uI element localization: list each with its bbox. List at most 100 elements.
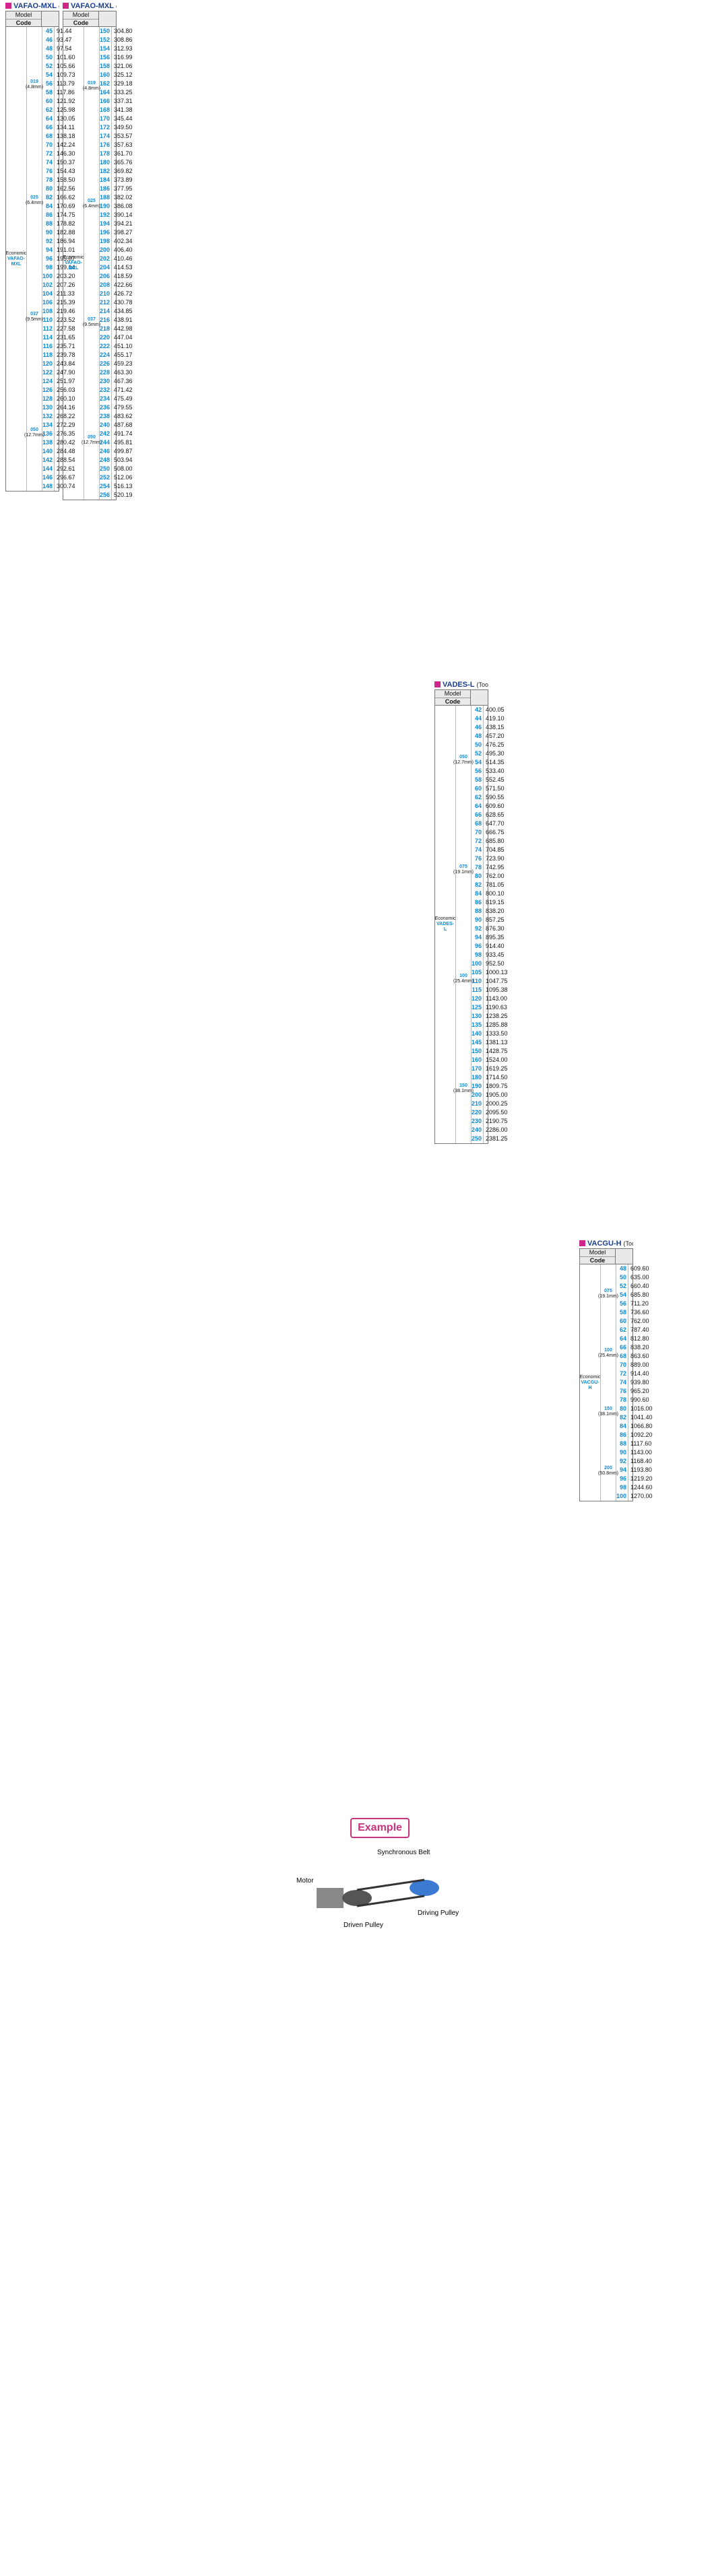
table-row: 250 [472, 1135, 482, 1142]
table-row: 96 [475, 943, 482, 949]
table-row: 138 [42, 439, 53, 446]
table-row: 736.60 [630, 1309, 649, 1316]
table-row: 97.54 [57, 45, 72, 52]
table-row: 491.74 [114, 430, 133, 437]
table-row: 838.20 [486, 908, 505, 914]
example-button[interactable]: Example [350, 1818, 410, 1838]
table-row: 264.16 [57, 404, 75, 411]
table-row: 220 [100, 334, 110, 341]
table-row: 170 [472, 1065, 482, 1072]
table-row: 76 [620, 1388, 627, 1394]
table-row: 533.40 [486, 768, 505, 774]
table-row: 365.76 [114, 159, 133, 166]
table-row: 135 [472, 1021, 482, 1028]
table-row: 150 [472, 1048, 482, 1054]
table-row: 476.25 [486, 741, 505, 748]
table-row: 44 [475, 715, 482, 722]
table-row: 438.91 [114, 316, 133, 323]
table-row: 571.50 [486, 785, 505, 792]
table-row: 230 [100, 378, 110, 384]
table-row: 895.35 [486, 934, 505, 941]
table-row: 140 [42, 448, 53, 454]
table-row: 152 [100, 36, 110, 43]
table-row: 74 [46, 159, 53, 166]
table-row: 93.47 [57, 36, 72, 43]
table-row: 56 [620, 1300, 627, 1307]
table-row: 268.22 [57, 413, 75, 419]
table-row: 933.45 [486, 951, 505, 958]
table-row: 1041.40 [630, 1414, 653, 1421]
table-row: 178 [100, 150, 110, 157]
table-row: 88 [46, 220, 53, 227]
svg-text:Driven Pulley: Driven Pulley [344, 1922, 383, 1929]
motor-body [317, 1888, 344, 1908]
table-row: 199.14 [57, 264, 75, 271]
table-row: 220 [472, 1109, 482, 1116]
table-row: 72 [46, 150, 53, 157]
table-row: 2190.75 [486, 1118, 508, 1124]
table-row: 120 [472, 995, 482, 1002]
table-row: 60 [46, 98, 53, 104]
table-row: 98 [475, 951, 482, 958]
table-row: 100 [472, 960, 482, 967]
table-row: 685.80 [630, 1291, 649, 1298]
table-panel: VAFAO-MXL(Tooth Spacing: 2.032)ModelCode… [5, 1, 75, 492]
table-row: 110 [472, 978, 482, 984]
table-row: 86 [475, 899, 482, 906]
table-row: 92 [46, 238, 53, 244]
table-panel: VACGU-H(Tooth Spacing: 12.7)ModelCodeEco… [579, 1239, 653, 1501]
table-row: 211.33 [57, 290, 75, 297]
table-row: 146 [42, 474, 53, 481]
table-row: 45 [46, 28, 53, 34]
table-row: 296.67 [57, 474, 75, 481]
panel-title: VACGU-H(Tooth Spacing: 12.7) [579, 1239, 633, 1248]
table-row: 125 [472, 1004, 482, 1011]
table-row: 164 [100, 89, 110, 96]
table-row: 455.17 [114, 351, 133, 358]
table-row: 276.35 [57, 430, 75, 437]
table-row: 666.75 [486, 829, 505, 836]
table-row: 110 [42, 316, 53, 323]
table-row: 1066.80 [630, 1423, 653, 1429]
table-row: 479.55 [114, 404, 133, 411]
table-row: 130.05 [57, 115, 75, 122]
table-row: 1117.60 [630, 1440, 652, 1447]
table-row: 240 [100, 421, 110, 428]
table-row: 876.30 [486, 925, 505, 932]
table-row: 72 [620, 1370, 627, 1377]
synchronous-belt [356, 1878, 425, 1907]
table-row: 292.61 [57, 465, 75, 472]
table-row: 68 [46, 133, 53, 139]
table-row: 106 [42, 299, 53, 306]
table-row: 819.15 [486, 899, 505, 906]
table-row: 64 [46, 115, 53, 122]
table-row: 386.08 [114, 203, 133, 209]
table-row: 182.88 [57, 229, 75, 236]
table-row: 146.30 [57, 150, 75, 157]
table-row: 434.85 [114, 308, 133, 314]
table-row: 2095.50 [486, 1109, 508, 1116]
table-row: 52 [46, 63, 53, 69]
table-row: 76 [475, 855, 482, 862]
table-row: 54 [620, 1291, 627, 1298]
table-row: 609.60 [486, 803, 505, 809]
table-row: 838.20 [630, 1344, 649, 1351]
table-row: 224 [100, 351, 110, 358]
table-row: 914.40 [630, 1370, 649, 1377]
table-row: 70 [620, 1361, 627, 1368]
table-row: 349.50 [114, 124, 133, 131]
table-row: 288.54 [57, 456, 75, 463]
table-row: 487.68 [114, 421, 133, 428]
table-row: 195.07 [57, 255, 75, 262]
table-row: 84 [475, 890, 482, 897]
table-row: 207.26 [57, 281, 75, 288]
table-row: 1333.50 [486, 1030, 508, 1037]
table-row: 78 [620, 1396, 627, 1403]
table-row: 463.30 [114, 369, 133, 376]
table-row: 239.78 [57, 351, 75, 358]
table-row: 94 [46, 246, 53, 253]
